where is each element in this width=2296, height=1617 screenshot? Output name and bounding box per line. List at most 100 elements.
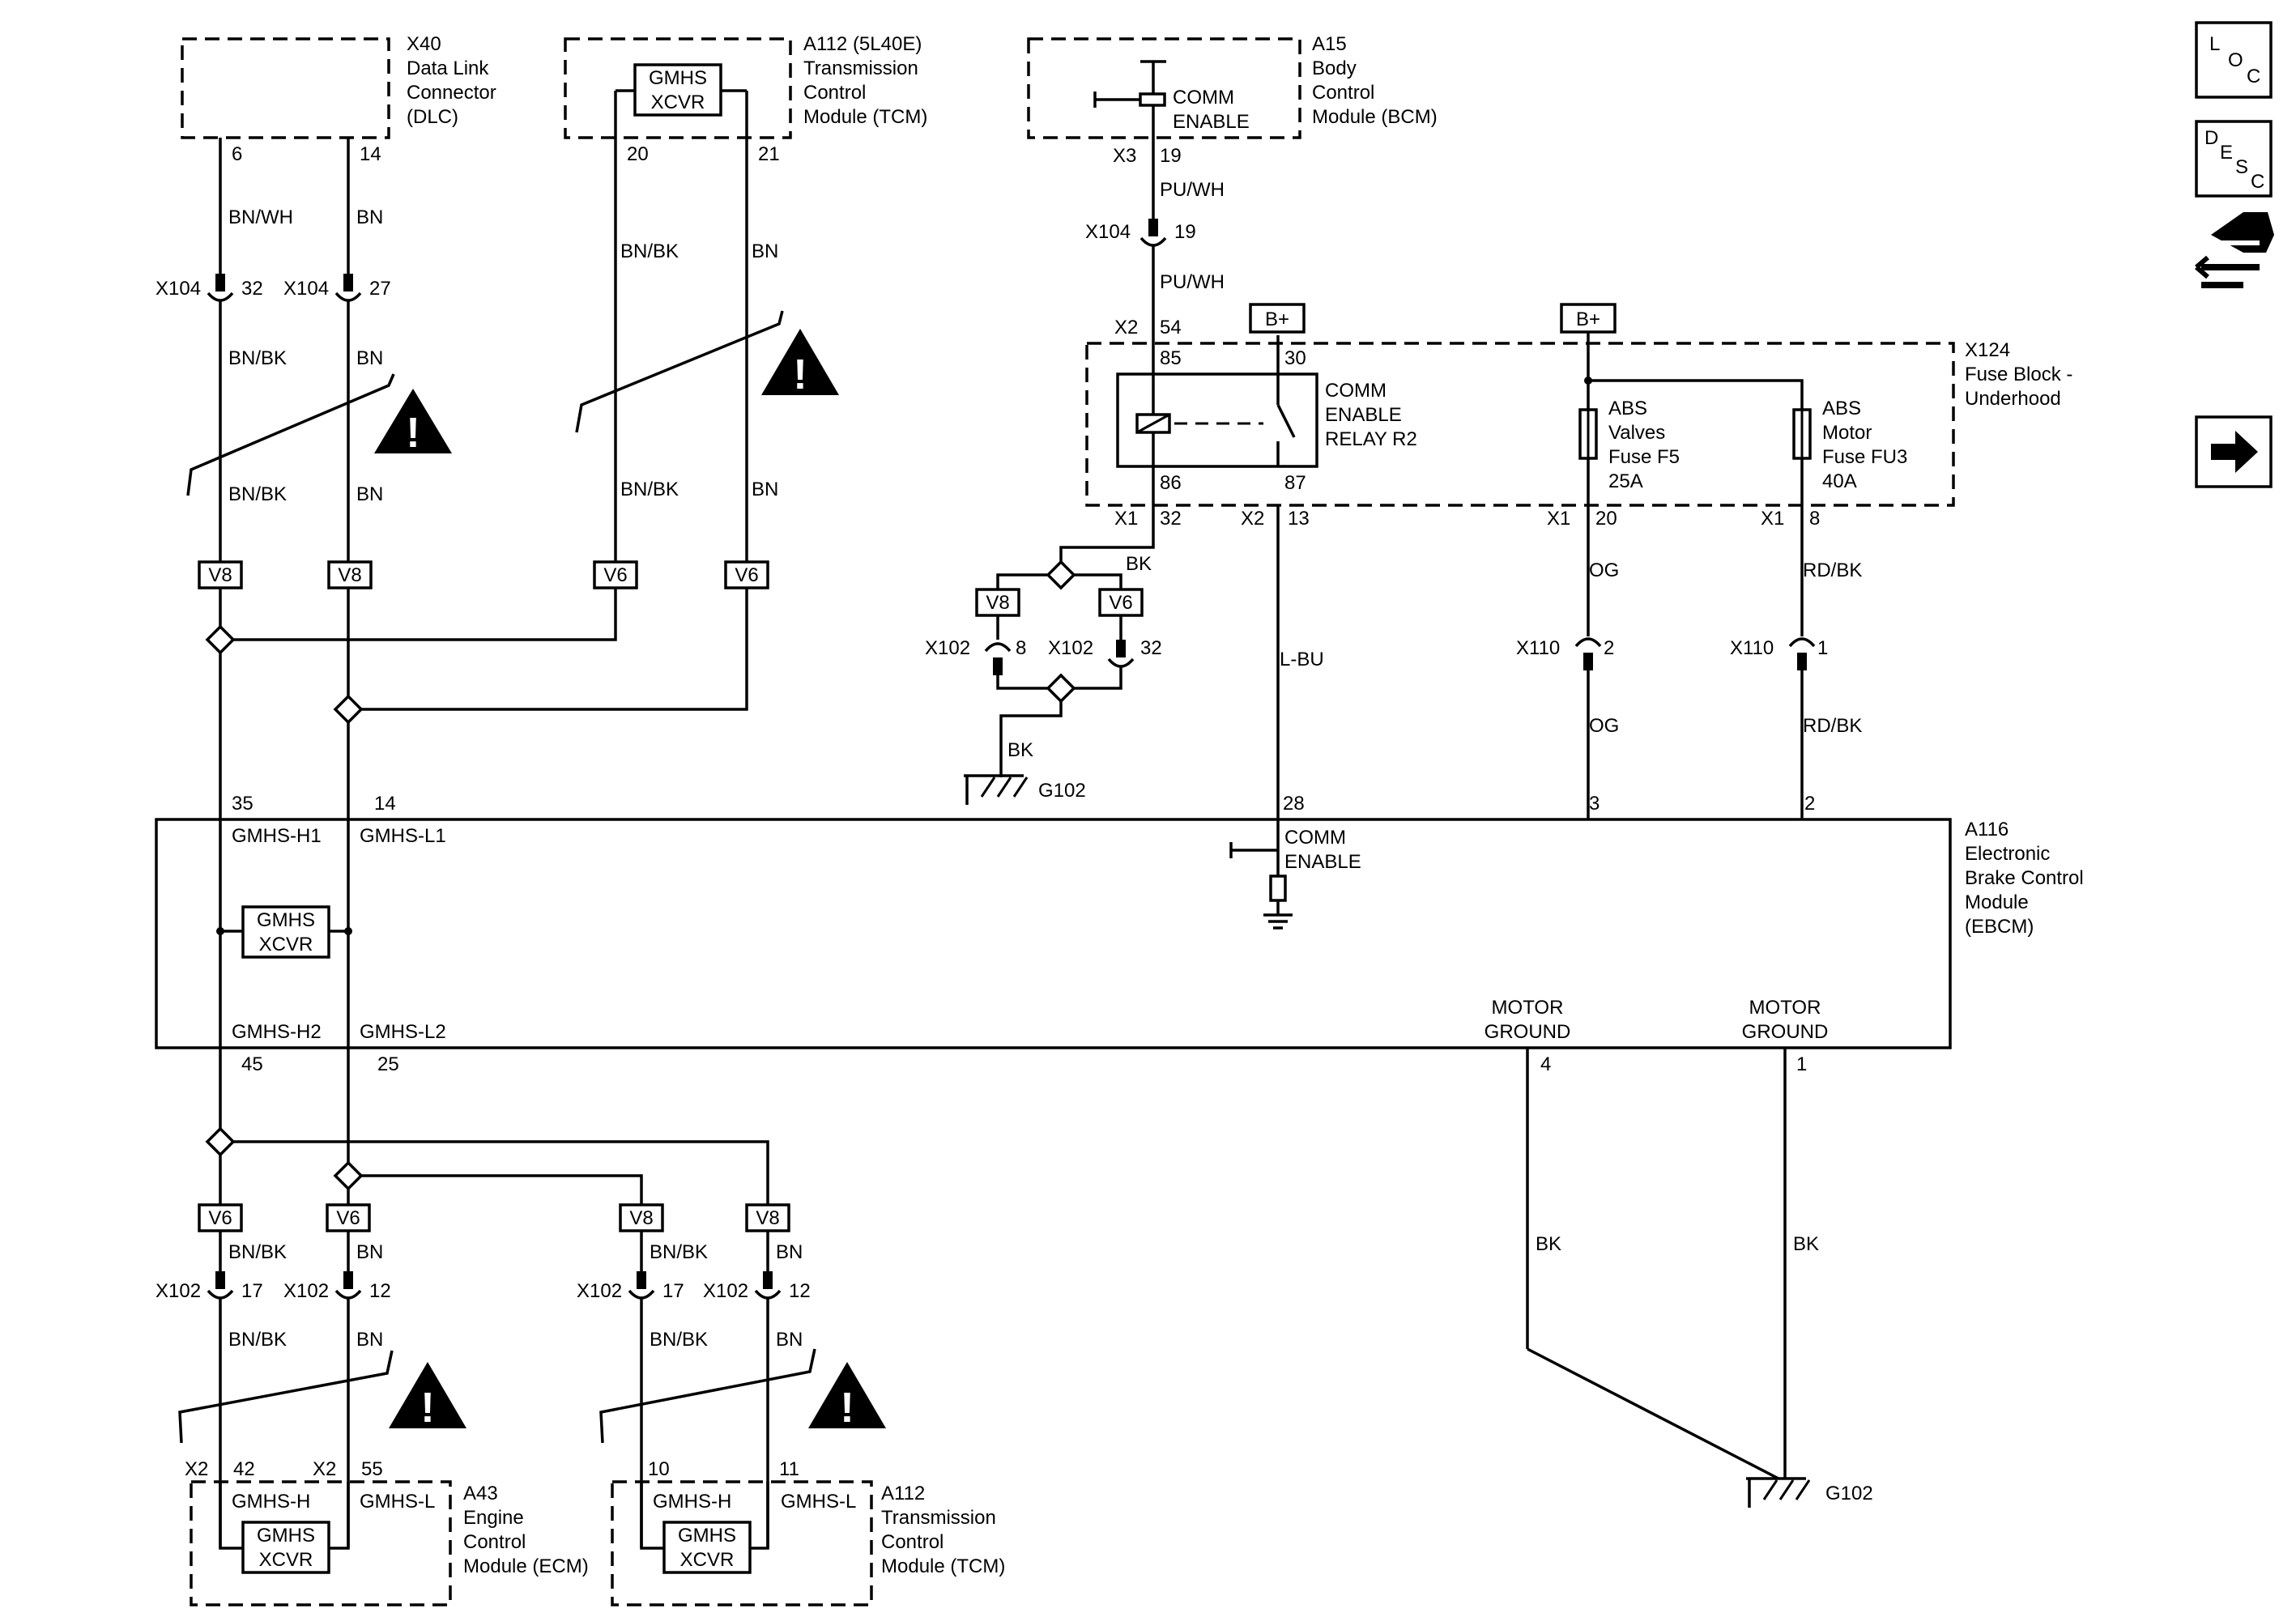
battery-label: B+ [1265, 309, 1289, 330]
ebcm-pin-h1: GMHS-H1 [232, 825, 322, 847]
pin-number: 30 [1284, 347, 1306, 369]
ebcm-comm-enable: ENABLE [1284, 851, 1361, 873]
fuse-valves-label: Valves [1608, 422, 1665, 444]
tcm-bottom-line: Control [881, 1531, 944, 1553]
connector-view-icon[interactable] [2195, 212, 2274, 288]
connector-label: X1 [1547, 508, 1570, 530]
pin-number: 27 [369, 278, 391, 300]
ecm-line: Engine [463, 1507, 524, 1529]
svg-text:!: ! [793, 351, 807, 398]
tcm-bottom-line: Module (TCM) [881, 1555, 1005, 1577]
connector-label: X102 [925, 637, 970, 659]
loc-icon[interactable]: L O C [2195, 21, 2273, 99]
ebcm-pin-l2: GMHS-L2 [360, 1021, 446, 1043]
desc-letter: S [2235, 156, 2248, 178]
wire-color: BN/BK [620, 479, 679, 500]
ebcm-line: Brake Control [1965, 867, 2084, 889]
pin-number: 32 [1140, 637, 1162, 659]
connector-label: X2 [1241, 508, 1264, 530]
wire-color: OG [1589, 560, 1619, 581]
loc-letter: L [2209, 33, 2220, 55]
wire-color: BN/BK [650, 1329, 708, 1351]
dlc-module: X40 Data Link Connector (DLC) [181, 33, 496, 139]
wire-color: BK [1793, 1233, 1819, 1255]
ebcm-line: Electronic [1965, 843, 2050, 865]
option-v6: V6 [208, 1207, 232, 1229]
connector-label: X102 [1048, 637, 1093, 659]
bcm-comm-enable: ENABLE [1173, 111, 1250, 133]
connector-label: X102 [155, 1280, 201, 1302]
connector-label: X104 [283, 278, 329, 300]
wire-color: RD/BK [1803, 560, 1862, 581]
svg-text:!: ! [406, 410, 420, 457]
pin-number: 3 [1589, 793, 1600, 815]
pin-number: 14 [360, 143, 381, 165]
connector-label: X110 [1730, 637, 1774, 659]
tcm-top-line-1: A112 (5L40E) [803, 33, 922, 55]
fuse-valves-label: 25A [1608, 470, 1643, 492]
top-wire-labels: 6 14 20 21 BN/WH BN BN/BK BN X104 32 X10… [155, 143, 780, 505]
connector-label: X104 [155, 278, 201, 300]
connector-label: X110 [1516, 637, 1560, 659]
fuse-valves-label: ABS [1608, 398, 1647, 419]
pin-number: 17 [662, 1280, 684, 1302]
wire-color: BK [1007, 739, 1033, 761]
wire-color: BN [776, 1241, 803, 1263]
ebcm-line: A116 [1965, 819, 2008, 840]
next-arrow-icon[interactable] [2195, 415, 2273, 488]
wire-color: RD/BK [1803, 715, 1862, 737]
fuse-block-line: X124 [1965, 339, 2010, 361]
connector-label: X102 [577, 1280, 622, 1302]
tcm-pin-l: GMHS-L [781, 1491, 856, 1513]
loc-letter: O [2228, 49, 2243, 71]
ecm-line: Control [463, 1531, 526, 1553]
xcvr-label: GMHS [649, 67, 707, 89]
relay-label: RELAY R2 [1325, 428, 1417, 450]
motor-ground-label: GROUND [1742, 1021, 1829, 1043]
relay-fuse-labels: X3 19 PU/WH X104 19 PU/WH X2 54 85 30 86… [925, 145, 1862, 761]
wire-color: L-BU [1280, 649, 1324, 670]
pin-number: 20 [1595, 508, 1617, 530]
ground-label: G102 [1825, 1483, 1873, 1504]
svg-text:!: ! [420, 1385, 434, 1432]
pin-number: 86 [1160, 472, 1182, 494]
pin-number: 25 [377, 1053, 399, 1075]
pin-number: 2 [1804, 793, 1815, 815]
connector-label: X2 [185, 1458, 208, 1480]
ebcm-line: (EBCM) [1965, 916, 2034, 938]
tcm-top-line-3: Control [803, 82, 866, 104]
pin-number: 32 [1160, 508, 1182, 530]
tcm-bottom-line: A112 [881, 1483, 925, 1504]
pin-number: 32 [241, 278, 263, 300]
wire-color: BK [1126, 553, 1152, 575]
dlc-line-2: Data Link [407, 57, 489, 79]
wire-color: BN [356, 1241, 383, 1263]
connector-label: X102 [283, 1280, 329, 1302]
ecm-line: Module (ECM) [463, 1555, 589, 1577]
option-v6: V6 [603, 564, 627, 586]
connector-label: X102 [703, 1280, 748, 1302]
wire-color: BN [752, 479, 778, 500]
fuse-block-line: Underhood [1965, 388, 2061, 410]
ecm-line: A43 [463, 1483, 498, 1504]
xcvr-label: XCVR [259, 1549, 313, 1571]
fuse-block-line: Fuse Block - [1965, 364, 2072, 385]
pin-number: 1 [1817, 637, 1828, 659]
connector-label: X1 [1761, 508, 1784, 530]
bcm-line-3: Control [1312, 82, 1374, 104]
wire-color: OG [1589, 715, 1619, 737]
desc-icon[interactable]: D E S C [2195, 120, 2273, 198]
ecm-module: GMHS-H GMHS-L GMHS XCVR A43 Engine Contr… [190, 1480, 589, 1606]
option-v8: V8 [986, 592, 1009, 614]
xcvr-label: XCVR [651, 91, 705, 113]
dlc-line-3: Connector [407, 82, 496, 104]
wire-color: BN/BK [228, 1329, 287, 1351]
fuse-motor-label: ABS [1822, 398, 1861, 419]
relay-label: ENABLE [1325, 404, 1402, 426]
tcm-pin-h: GMHS-H [653, 1491, 731, 1513]
pin-number: 35 [232, 793, 253, 815]
tcm-top-module: GMHS XCVR A112 (5L40E) Transmission Cont… [564, 33, 927, 139]
pin-number: 10 [648, 1458, 670, 1480]
wire-color: BN/BK [228, 347, 287, 369]
battery-label: B+ [1576, 309, 1600, 330]
